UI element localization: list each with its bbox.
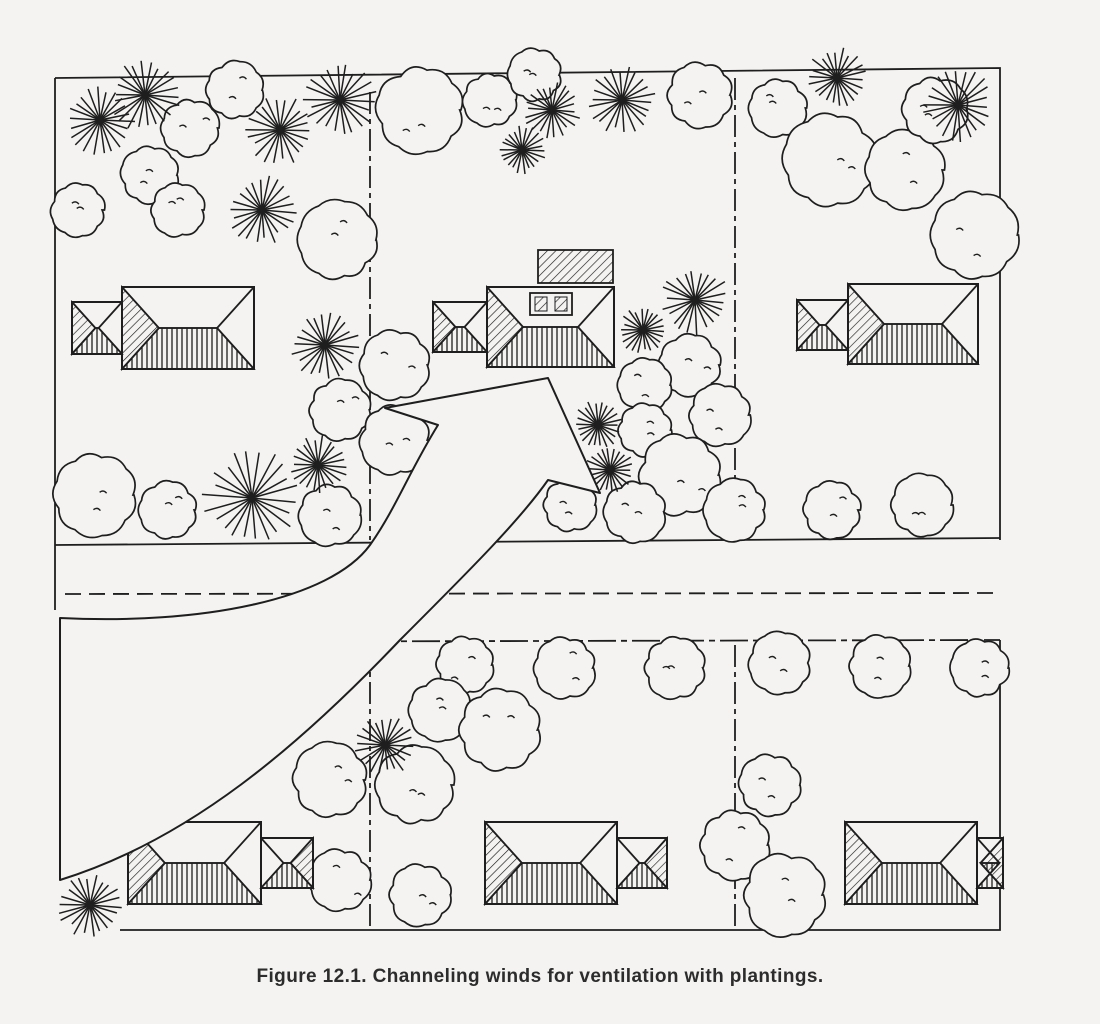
pine-tree-icon <box>302 64 377 135</box>
deciduous-tree-icon <box>889 472 955 538</box>
house-roof-plan <box>795 297 850 353</box>
house-roof-plan <box>431 299 489 355</box>
deciduous-tree-icon <box>407 677 472 743</box>
deciduous-tree-icon <box>643 635 706 701</box>
deciduous-tree-icon <box>358 329 431 402</box>
pine-tree-icon <box>291 312 360 379</box>
house-roof-plan <box>259 835 315 891</box>
pine-tree-icon <box>588 66 656 132</box>
pine-tree-icon <box>499 125 546 175</box>
deciduous-tree-icon <box>291 740 368 819</box>
pine-tree-icon <box>586 448 633 493</box>
deciduous-tree-icon <box>308 377 372 442</box>
pine-tree-icon <box>291 435 347 494</box>
house-roof-plan <box>120 284 256 372</box>
deciduous-tree-icon <box>296 198 378 281</box>
site-plan-drawing <box>49 47 1020 938</box>
house-roof-plan <box>975 835 1005 891</box>
deciduous-tree-icon <box>747 630 811 696</box>
deciduous-tree-icon <box>949 638 1011 698</box>
deciduous-tree-icon <box>461 72 518 128</box>
deciduous-tree-icon <box>374 66 464 156</box>
deciduous-tree-icon <box>457 687 541 772</box>
deck-icon <box>537 249 614 284</box>
pine-tree-icon <box>662 271 726 336</box>
deciduous-tree-icon <box>532 636 596 700</box>
deciduous-tree-icon <box>781 112 878 208</box>
house-roof-plan <box>126 819 263 907</box>
pine-tree-icon <box>201 451 298 540</box>
deciduous-tree-icon <box>137 479 198 540</box>
deciduous-tree-icon <box>307 848 373 913</box>
pine-tree-icon <box>58 875 122 937</box>
deciduous-tree-icon <box>297 483 363 548</box>
deciduous-tree-icon <box>737 753 802 818</box>
pine-tree-icon <box>113 60 180 129</box>
figure-caption: Figure 12.1. Channeling winds for ventil… <box>256 966 824 987</box>
deciduous-tree-icon <box>49 182 106 239</box>
pine-tree-icon <box>621 308 665 353</box>
deciduous-tree-icon <box>848 634 912 699</box>
roof-vent-icon <box>529 292 573 316</box>
deciduous-tree-icon <box>802 479 862 541</box>
plantings <box>49 47 1020 938</box>
deciduous-tree-icon <box>742 852 827 938</box>
deciduous-tree-icon <box>204 59 265 120</box>
deciduous-tree-icon <box>702 477 766 543</box>
pine-tree-icon <box>576 401 622 448</box>
road-center-line <box>64 592 1001 595</box>
deciduous-tree-icon <box>602 480 667 545</box>
house-roof-plan <box>483 819 619 907</box>
wind-arrow <box>59 377 601 881</box>
deciduous-tree-icon <box>666 61 733 130</box>
deciduous-tree-icon <box>159 98 221 159</box>
pine-tree-icon <box>354 718 414 773</box>
deciduous-tree-icon <box>929 190 1020 280</box>
deciduous-tree-icon <box>506 47 562 103</box>
deciduous-tree-icon <box>373 744 456 825</box>
pine-tree-icon <box>245 98 310 163</box>
pine-tree-icon <box>69 86 136 155</box>
pine-tree-icon <box>923 71 989 143</box>
pine-tree-icon <box>808 47 866 107</box>
deciduous-tree-icon <box>688 382 752 448</box>
house-roof-plan <box>70 299 124 357</box>
deciduous-tree-icon <box>52 452 137 539</box>
deciduous-tree-icon <box>150 182 206 238</box>
pine-tree-icon <box>525 82 581 139</box>
houses <box>70 249 1005 907</box>
pine-tree-icon <box>230 175 297 243</box>
house-roof-plan <box>615 835 669 891</box>
deciduous-tree-icon <box>388 863 452 928</box>
house-roof-plan <box>843 819 979 907</box>
house-roof-plan <box>846 281 980 367</box>
